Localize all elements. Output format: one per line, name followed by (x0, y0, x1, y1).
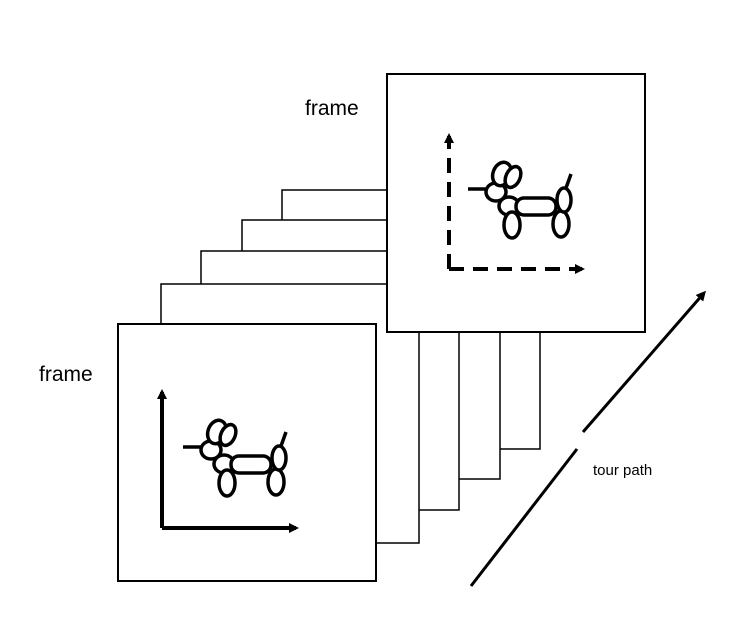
tour-path-arrow (469, 290, 706, 587)
dashed-axes-icon (444, 133, 585, 274)
back-frame-label: frame (305, 97, 359, 120)
front-frame-label: frame (39, 363, 93, 386)
tour-path-label: tour path (593, 462, 652, 479)
axes-icon (157, 389, 299, 533)
back-frame (386, 73, 646, 333)
front-frame (117, 323, 377, 582)
